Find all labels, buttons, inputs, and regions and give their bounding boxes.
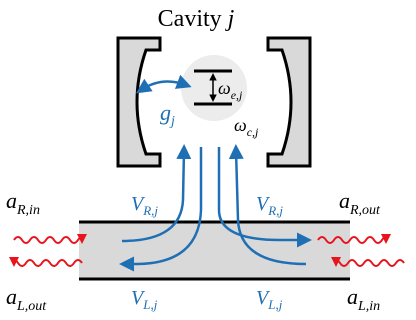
diagram-title: Cavity j	[158, 6, 235, 32]
port-label-l-in: aL,in	[347, 284, 380, 314]
coupling-path-left-out	[119, 147, 203, 272]
wave-left-incoming	[13, 233, 87, 244]
wave-right-incoming	[331, 256, 405, 267]
waveguide	[79, 222, 350, 279]
wave-left-outgoing	[9, 256, 83, 267]
wave-right-outgoing	[317, 233, 391, 244]
port-label-r-in: aR,in	[6, 188, 40, 218]
rate-label-vr-right: VR,j	[256, 193, 283, 218]
port-label-l-out: aL,out	[6, 284, 47, 314]
rate-label-vl-right: VL,j	[256, 287, 283, 312]
coupling-arrow	[136, 74, 192, 94]
coupling-label: gj	[160, 100, 175, 129]
cavity-frequency-label: ωc,j	[234, 115, 259, 139]
atom-frequency-label: ωe,j	[218, 78, 243, 102]
title-text: Cavity	[158, 6, 228, 32]
rate-label-vl-left: VL,j	[131, 287, 158, 312]
coupling-path-left-in	[228, 144, 307, 266]
port-label-r-out: aR,out	[339, 188, 381, 218]
title-index: j	[225, 6, 235, 32]
right-mirror	[266, 36, 312, 168]
coupling-path-right-in	[121, 144, 192, 243]
coupling-path-right-out	[217, 147, 312, 248]
left-mirror	[116, 36, 162, 168]
rate-label-vr-left: VR,j	[131, 193, 158, 218]
